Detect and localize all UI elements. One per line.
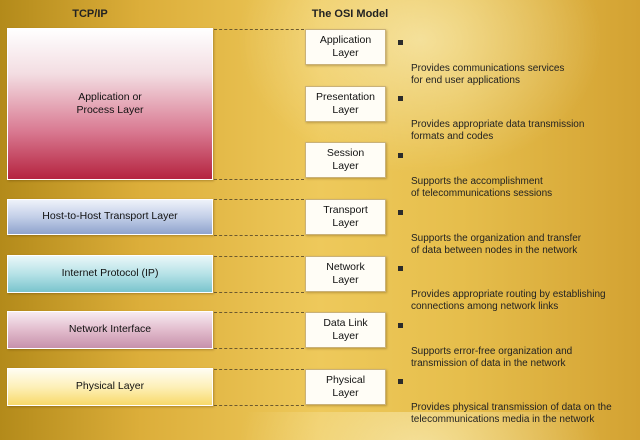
tcpip-physical-layer-label: Physical Layer xyxy=(75,380,145,393)
square-bullet-icon xyxy=(398,153,403,158)
connector-line xyxy=(214,29,304,30)
osi-application-description: Provides communications services for end… xyxy=(398,37,638,101)
osi-data-link-description: Supports error-free organization and tra… xyxy=(398,320,638,384)
connector-line xyxy=(214,369,304,370)
osi-presentation-layer: Presentation Layer xyxy=(305,86,386,122)
connector-line xyxy=(214,312,304,313)
tcpip-network-interface-layer: Network Interface xyxy=(7,311,213,349)
description-text: Provides communications services for end… xyxy=(411,62,565,87)
description-text: Provides appropriate data transmission f… xyxy=(411,118,585,143)
tcpip-physical-layer: Physical Layer xyxy=(7,368,213,406)
osi-header: The OSI Model xyxy=(311,8,389,20)
tcpip-transport-layer: Host-to-Host Transport Layer xyxy=(7,199,213,235)
square-bullet-icon xyxy=(398,96,403,101)
osi-session-layer: Session Layer xyxy=(305,142,386,178)
osi-session-description: Supports the accomplishment of telecommu… xyxy=(398,150,638,214)
connector-line xyxy=(214,256,304,257)
tcpip-application-layer-label: Application or Process Layer xyxy=(76,90,144,116)
connector-line xyxy=(214,405,304,406)
square-bullet-icon xyxy=(398,266,403,271)
connector-line xyxy=(214,235,304,236)
osi-network-description: Provides appropriate routing by establis… xyxy=(398,263,638,327)
description-text: Provides appropriate routing by establis… xyxy=(411,288,606,313)
square-bullet-icon xyxy=(398,210,403,215)
square-bullet-icon xyxy=(398,40,403,45)
connector-line xyxy=(214,348,304,349)
osi-data-link-layer: Data Link Layer xyxy=(305,312,386,348)
tcpip-internet-layer-label: Internet Protocol (IP) xyxy=(61,267,159,280)
description-text: Provides physical transmission of data o… xyxy=(411,401,612,426)
osi-physical-layer: Physical Layer xyxy=(305,369,386,405)
connector-line xyxy=(214,292,304,293)
tcpip-application-layer: Application or Process Layer xyxy=(7,28,213,180)
osi-network-layer: Network Layer xyxy=(305,256,386,292)
osi-presentation-description: Provides appropriate data transmission f… xyxy=(398,93,638,157)
tcpip-internet-layer: Internet Protocol (IP) xyxy=(7,255,213,293)
tcpip-header: TCP/IP xyxy=(72,8,108,20)
square-bullet-icon xyxy=(398,379,403,384)
tcpip-transport-layer-label: Host-to-Host Transport Layer xyxy=(42,210,178,223)
connector-line xyxy=(214,199,304,200)
osi-application-layer: Application Layer xyxy=(305,29,386,65)
osi-transport-description: Supports the organization and transfer o… xyxy=(398,207,638,271)
tcpip-network-interface-layer-label: Network Interface xyxy=(68,323,152,336)
square-bullet-icon xyxy=(398,323,403,328)
osi-physical-description: Provides physical transmission of data o… xyxy=(398,376,638,440)
description-text: Supports the accomplishment of telecommu… xyxy=(411,175,553,200)
description-text: Supports error-free organization and tra… xyxy=(411,345,573,370)
connector-line xyxy=(214,179,304,180)
osi-transport-layer: Transport Layer xyxy=(305,199,386,235)
description-text: Supports the organization and transfer o… xyxy=(411,232,582,257)
